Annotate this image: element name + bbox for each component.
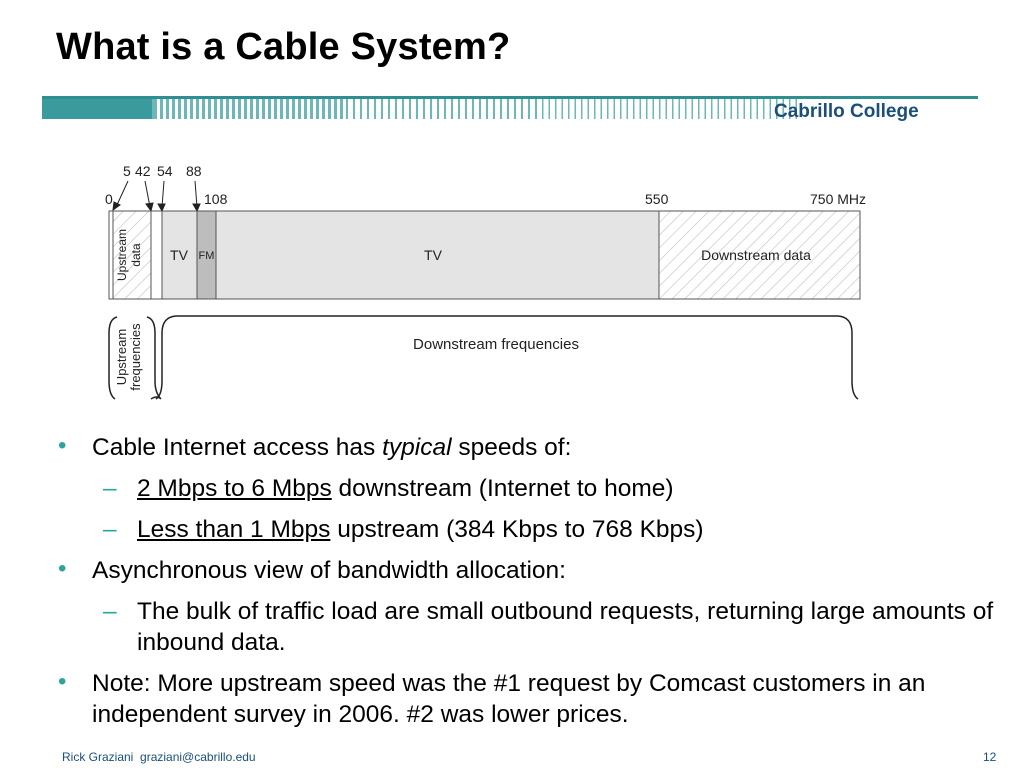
cable-spectrum-diagram: 5 42 54 88 0 108 550 750 MHz Upstream da… <box>105 163 866 400</box>
downstream-bracket <box>155 315 859 400</box>
decorative-banner <box>42 96 978 119</box>
label-upstream-freq-2: frequencies <box>128 323 143 391</box>
bullet-dot: • <box>58 555 67 582</box>
label-88: 88 <box>186 163 202 179</box>
footer-email: graziani@cabrillo.edu <box>140 750 256 764</box>
bullet-dot: • <box>58 668 67 695</box>
dash: – <box>103 598 117 625</box>
band-downstream-data <box>658 210 861 300</box>
band-gap <box>108 210 114 300</box>
bullet-asynchronous: • Asynchronous view of bandwidth allocat… <box>58 555 566 584</box>
label-fm: FM <box>199 250 215 262</box>
sub-bullet-upstream: – Less than 1 Mbps upstream (384 Kbps to… <box>103 516 704 543</box>
label-42: 42 <box>135 163 151 179</box>
label-upstream-data-2: data <box>129 243 143 267</box>
label-upstream-freq-1: Upstream <box>114 329 129 385</box>
band-upstream-data <box>112 210 152 300</box>
label-54: 54 <box>157 163 173 179</box>
band-gap-2 <box>150 210 163 300</box>
page-number: 12 <box>983 750 997 764</box>
bullet-dot: • <box>58 432 67 459</box>
band-tv-high <box>215 210 660 300</box>
slide-title: What is a Cable System? <box>56 26 511 68</box>
scale-750: 750 MHz <box>810 191 866 207</box>
band-tv-low <box>161 210 198 300</box>
sub-bullet-traffic: – The bulk of traffic load are small out… <box>103 598 994 656</box>
label-upstream-data-1: Upstream <box>115 229 129 281</box>
bullet-list: • Cable Internet access has typical spee… <box>58 432 1008 740</box>
dash: – <box>103 516 117 543</box>
label-5: 5 <box>123 163 131 179</box>
bullet-note: • Note: More upstream speed was the #1 r… <box>58 668 926 728</box>
bullet-speeds: • Cable Internet access has typical spee… <box>58 432 572 461</box>
label-tv-low: TV <box>170 247 189 263</box>
label-tv-high: TV <box>424 247 443 263</box>
scale-0: 0 <box>105 191 113 207</box>
pointer-arrows <box>112 180 201 213</box>
scale-550: 550 <box>645 191 669 207</box>
label-downstream-freq: Downstream frequencies <box>413 336 579 353</box>
college-name: Cabrillo College <box>774 101 919 122</box>
label-downstream-data: Downstream data <box>701 247 811 263</box>
scale-108: 108 <box>204 191 228 207</box>
dash: – <box>103 475 117 502</box>
upstream-bracket <box>108 316 162 400</box>
footer-author: Rick Graziani graziani@cabrillo.edu <box>62 750 256 764</box>
sub-bullet-downstream: – 2 Mbps to 6 Mbps downstream (Internet … <box>103 475 674 502</box>
